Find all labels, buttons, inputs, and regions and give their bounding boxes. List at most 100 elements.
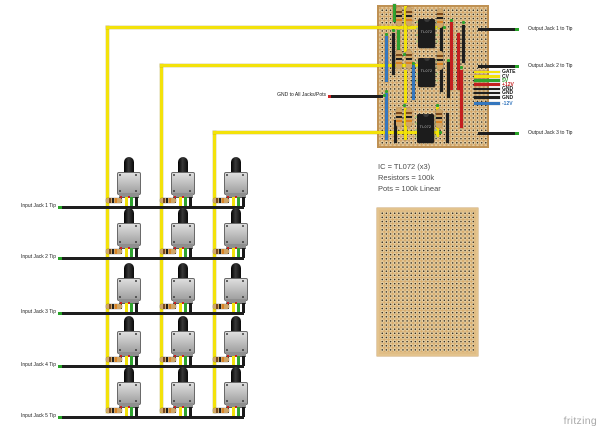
pot-wire-yellow xyxy=(179,248,182,257)
ic-chip-tl072[interactable]: TL072 xyxy=(414,114,437,143)
potentiometer[interactable] xyxy=(160,316,195,366)
board-wire-red[interactable] xyxy=(457,33,460,90)
gnd-wire[interactable] xyxy=(330,94,383,98)
input-jack-wire[interactable] xyxy=(58,205,244,209)
resistor[interactable] xyxy=(436,109,442,128)
pot-shaft xyxy=(177,263,188,284)
bus-wire-gnd[interactable] xyxy=(474,91,500,95)
resistor-band xyxy=(406,112,412,114)
column-wire-yellow[interactable] xyxy=(160,64,163,413)
resistor-band xyxy=(109,357,111,362)
board-wire-green[interactable] xyxy=(393,4,396,22)
potentiometer[interactable] xyxy=(160,157,195,207)
board-wire-black[interactable] xyxy=(462,25,465,63)
ic-chip-tl072[interactable]: TL072 xyxy=(415,58,438,87)
board-wire-black[interactable] xyxy=(446,113,449,143)
board-wire-yellow[interactable] xyxy=(404,6,407,52)
bus-wire-+12v[interactable] xyxy=(474,83,500,86)
potentiometer[interactable] xyxy=(160,263,195,313)
resistor[interactable] xyxy=(437,9,443,28)
potentiometer[interactable] xyxy=(213,263,248,313)
bus-wire-gate[interactable] xyxy=(474,70,500,74)
output-jack-wire[interactable] xyxy=(478,27,516,31)
board-wire-red[interactable] xyxy=(460,70,463,128)
potentiometer[interactable] xyxy=(160,208,195,258)
resistor-band xyxy=(396,120,402,122)
resistor[interactable] xyxy=(160,304,176,309)
resistor[interactable] xyxy=(106,408,122,413)
routing-wire-yellow[interactable] xyxy=(106,26,444,29)
potentiometer[interactable] xyxy=(213,208,248,258)
resistor[interactable] xyxy=(396,7,402,26)
board-wire-black[interactable] xyxy=(447,62,450,98)
board-wire-black[interactable] xyxy=(394,120,397,143)
resistor[interactable] xyxy=(213,249,229,254)
resistor[interactable] xyxy=(406,108,412,127)
resistor[interactable] xyxy=(160,408,176,413)
resistor[interactable] xyxy=(213,304,229,309)
resistor[interactable] xyxy=(213,198,229,203)
resistor[interactable] xyxy=(406,50,412,69)
potentiometer[interactable] xyxy=(106,367,141,417)
resistor[interactable] xyxy=(437,51,443,70)
potentiometer[interactable] xyxy=(106,157,141,207)
potentiometer[interactable] xyxy=(160,367,195,417)
bus-wire--12v[interactable] xyxy=(474,102,500,105)
bus-wire-5v[interactable] xyxy=(474,79,500,82)
routing-wire-yellow[interactable] xyxy=(160,64,420,67)
resistor-band xyxy=(166,408,168,413)
perfboard-empty[interactable] xyxy=(377,208,478,356)
pot-screw-dot xyxy=(226,225,229,228)
bus-wire-cv[interactable] xyxy=(474,75,500,78)
input-jack-wire[interactable] xyxy=(58,415,244,419)
pot-screw-dot xyxy=(135,240,137,243)
board-wire-blue[interactable] xyxy=(385,36,388,82)
bus-wire-gnd[interactable] xyxy=(474,87,500,91)
potentiometer[interactable] xyxy=(213,157,248,207)
wire-end-green xyxy=(515,131,519,135)
output-jack-wire[interactable] xyxy=(478,64,516,68)
pot-wire-yellow xyxy=(179,407,182,416)
column-wire-yellow[interactable] xyxy=(106,26,109,413)
column-wire-yellow[interactable] xyxy=(213,131,216,413)
resistor-band xyxy=(406,58,412,60)
potentiometer[interactable] xyxy=(106,208,141,258)
routing-wire-yellow[interactable] xyxy=(213,131,440,134)
board-wire-blue[interactable] xyxy=(412,65,415,100)
pot-pin-right xyxy=(135,303,138,313)
pot-base xyxy=(225,243,246,249)
resistor[interactable] xyxy=(106,304,122,309)
resistor[interactable] xyxy=(160,249,176,254)
output-jack-wire[interactable] xyxy=(478,131,516,135)
board-wire-red[interactable] xyxy=(450,22,453,90)
resistor[interactable] xyxy=(106,198,122,203)
ic-chip-tl072[interactable]: TL072 xyxy=(415,19,438,48)
potentiometer[interactable] xyxy=(213,316,248,366)
resistor[interactable] xyxy=(160,198,176,203)
pot-pin-mark xyxy=(181,246,184,249)
board-wire-blue[interactable] xyxy=(385,93,388,140)
board-wire-green[interactable] xyxy=(397,30,400,50)
resistor[interactable] xyxy=(160,357,176,362)
resistor[interactable] xyxy=(213,408,229,413)
board-wire-black[interactable] xyxy=(392,33,395,75)
resistor[interactable] xyxy=(396,50,402,69)
resistor[interactable] xyxy=(396,108,402,127)
input-jack-wire[interactable] xyxy=(58,364,244,368)
resistor[interactable] xyxy=(106,357,122,362)
resistor[interactable] xyxy=(213,357,229,362)
pot-shaft xyxy=(230,263,241,284)
input-jack-wire[interactable] xyxy=(58,311,244,315)
board-wire-yellow[interactable] xyxy=(404,108,407,140)
potentiometer[interactable] xyxy=(106,316,141,366)
pot-pin-mark xyxy=(234,405,237,408)
potentiometer[interactable] xyxy=(106,263,141,313)
resistor[interactable] xyxy=(406,7,412,26)
board-wire-yellow[interactable] xyxy=(404,70,407,103)
pot-wire-green xyxy=(237,248,240,257)
resistor[interactable] xyxy=(106,249,122,254)
potentiometer[interactable] xyxy=(213,367,248,417)
bus-wire-gnd[interactable] xyxy=(474,96,500,99)
input-jack-wire[interactable] xyxy=(58,256,244,260)
